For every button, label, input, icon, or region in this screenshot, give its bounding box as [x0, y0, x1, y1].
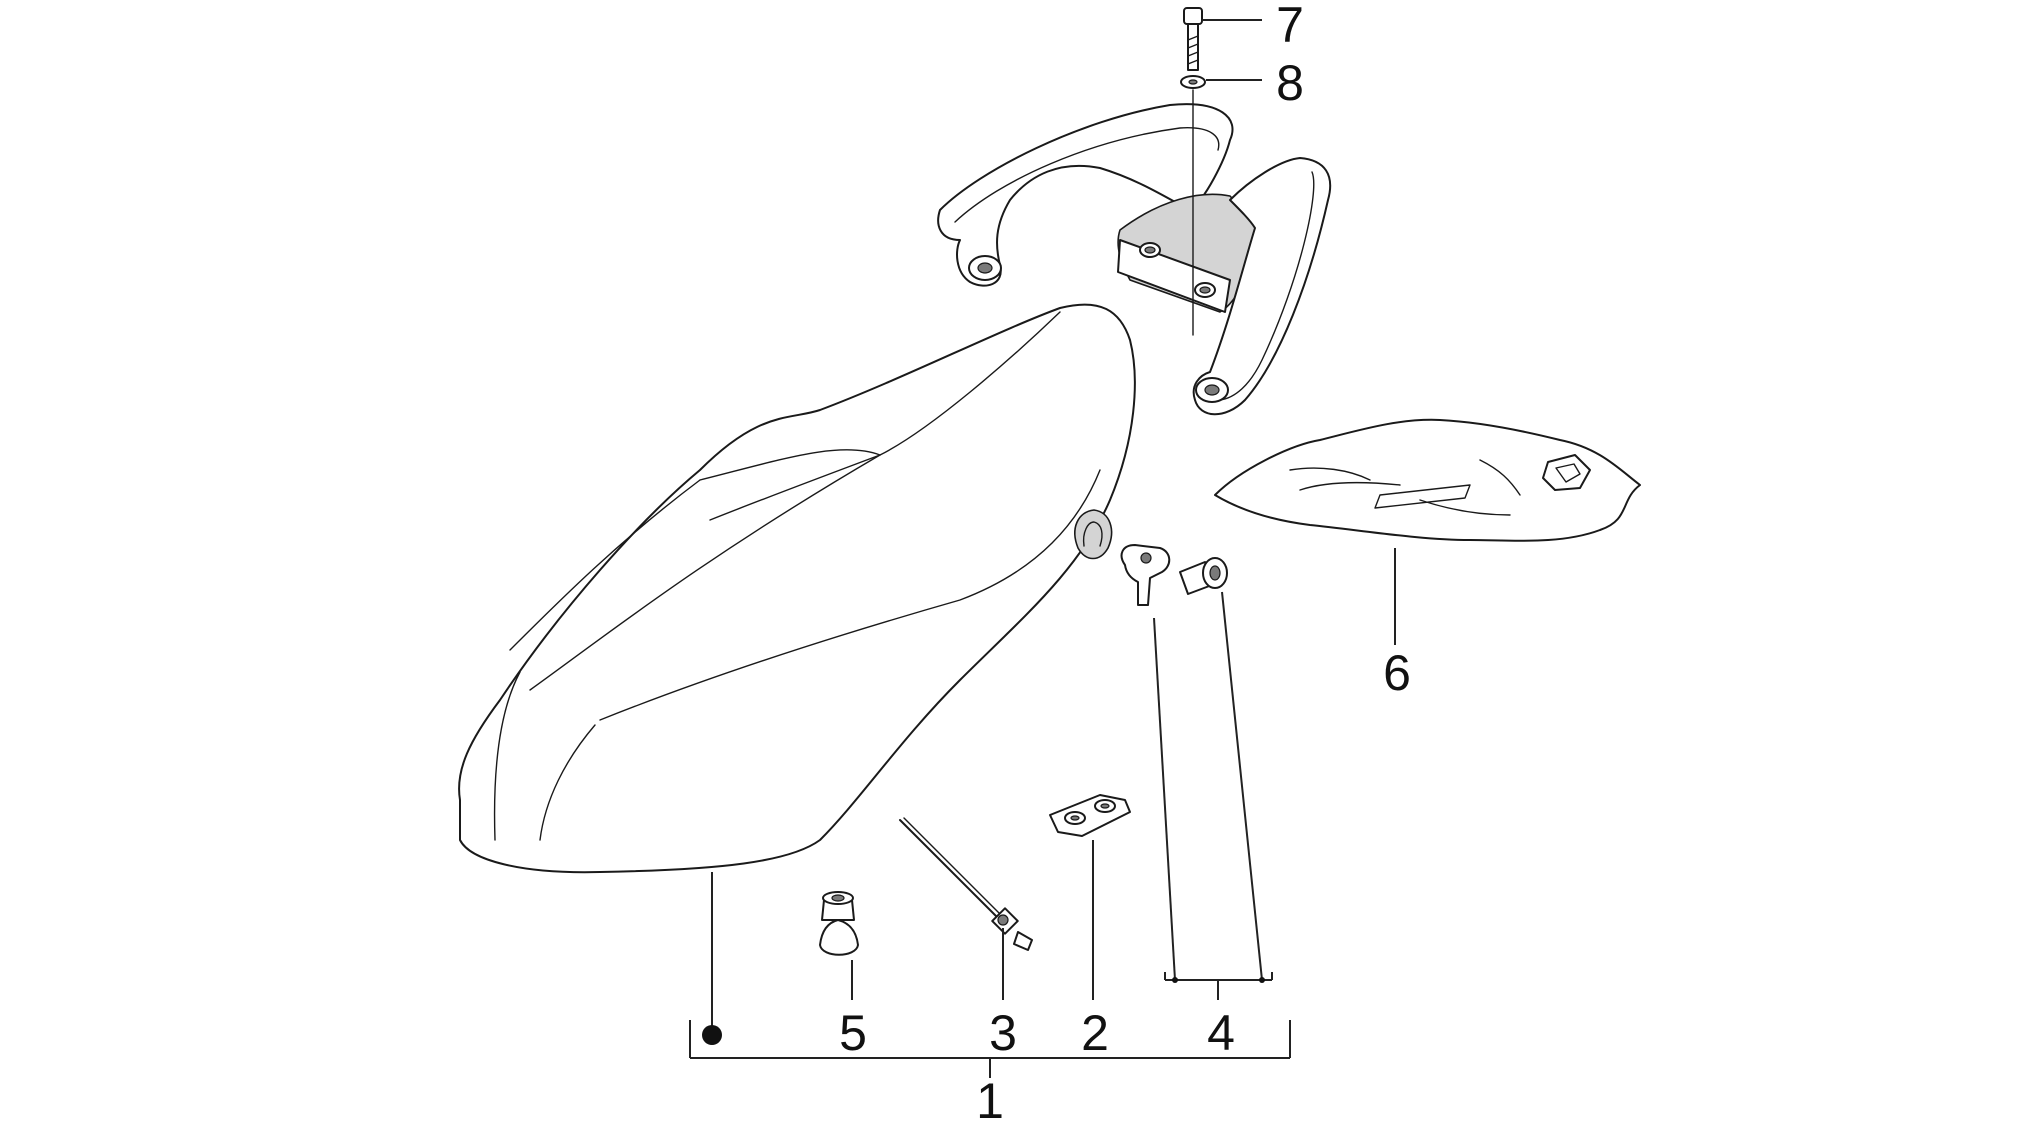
callout-6: 6 — [1383, 645, 1411, 701]
callout-1: 1 — [976, 1073, 1004, 1124]
hinge-bracket-part — [1049, 794, 1131, 837]
cable-tie-part — [899, 817, 1033, 951]
callout-3: 3 — [989, 1005, 1017, 1061]
callout-8: 8 — [1276, 55, 1304, 111]
lock-pin-part — [1179, 557, 1228, 595]
callout-2: 2 — [1081, 1005, 1109, 1061]
grab-handle-part — [937, 103, 1332, 416]
bolt-part — [1183, 7, 1203, 71]
washer-part — [1180, 75, 1206, 89]
rubber-buffer-part — [819, 891, 859, 956]
seat-cover-part — [1214, 418, 1641, 542]
lock-latch-part — [1120, 544, 1171, 606]
callout-7: 7 — [1276, 0, 1304, 53]
leader-lines — [689, 19, 1396, 1078]
callout-5: 5 — [839, 1005, 867, 1061]
callout-4: 4 — [1207, 1005, 1235, 1061]
callout-labels: 7 8 6 4 2 3 5 1 — [839, 0, 1411, 1124]
seat-part — [458, 303, 1136, 874]
seat-reference-dot — [702, 1025, 722, 1045]
